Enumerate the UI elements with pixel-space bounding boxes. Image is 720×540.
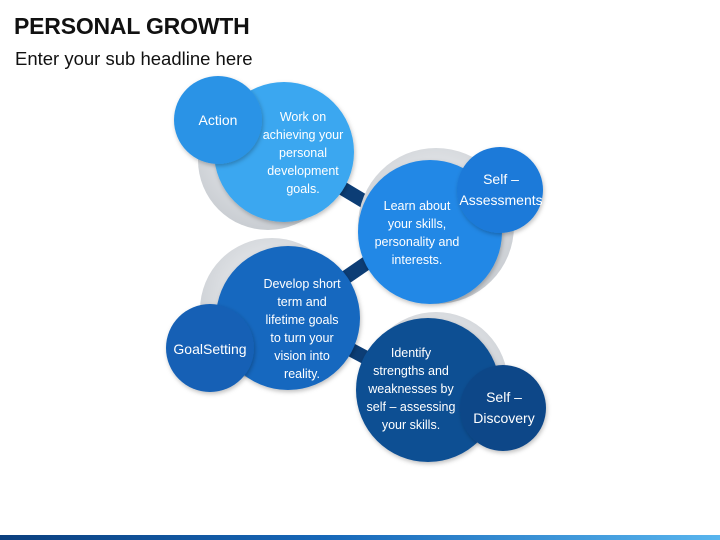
node-text-line: your skills, [387, 217, 447, 231]
footer-accent-bar [0, 535, 720, 540]
node-text-line: personal [279, 146, 327, 160]
node-label-line: Assessments [459, 192, 543, 208]
node-goal-setting-badge [166, 304, 254, 392]
node-text-line: reality. [284, 367, 320, 381]
node-goal-setting-label: GoalSetting [168, 327, 252, 371]
node-text-line: Develop short [263, 277, 341, 291]
node-text-line: to turn your [270, 331, 334, 345]
node-text-line: term and [277, 295, 327, 309]
node-goal-setting-text: Develop short term and lifetime goals to tu… [244, 274, 360, 384]
node-action-label: Action [176, 99, 260, 141]
node-self-discovery-label: Self – Discovery [462, 386, 546, 430]
node-self-assessments [358, 147, 543, 304]
node-label-line: Self – [486, 389, 522, 405]
node-action-text: Work on achieving your personal development… [250, 110, 356, 196]
node-text-line: your skills. [381, 418, 441, 432]
page-subtitle: Enter your sub headline here [15, 48, 253, 69]
node-text-line: Work on [279, 110, 327, 124]
node-self-assessments-text: Learn about your skills, personality and in… [362, 196, 472, 270]
node-action-badge [174, 76, 262, 164]
node-text-line: personality and [374, 235, 460, 249]
node-action [174, 76, 354, 230]
page-title: PERSONAL GROWTH [14, 13, 250, 39]
node-label-line: Self – [483, 171, 519, 187]
node-label-line: Setting [202, 340, 247, 357]
node-goal-setting [166, 238, 360, 392]
node-text-line: goals. [286, 182, 320, 196]
node-self-assessments-label: Self – Assessments [458, 168, 544, 212]
node-text-line: strengths and [373, 364, 449, 378]
node-label-line: Goal [173, 340, 203, 357]
node-label-line: Action [198, 111, 238, 128]
node-text-line: achieving your [262, 128, 344, 142]
node-text-line: development [267, 164, 339, 178]
node-text-line: Identify [390, 346, 432, 360]
node-self-assessments-badge [457, 147, 543, 233]
node-text-line: Learn about [383, 199, 451, 213]
node-text-line: lifetime goals [265, 313, 339, 327]
node-text-line: self – assessing [366, 400, 456, 414]
node-text-line: vision into [274, 349, 330, 363]
node-text-line: interests. [391, 253, 443, 267]
node-self-discovery-text: Identify strengths and weaknesses by self –… [360, 344, 462, 434]
node-self-discovery [356, 312, 546, 462]
node-text-line: weaknesses by [368, 382, 454, 396]
node-label-line: Discovery [473, 410, 535, 426]
node-self-discovery-badge [460, 365, 546, 451]
